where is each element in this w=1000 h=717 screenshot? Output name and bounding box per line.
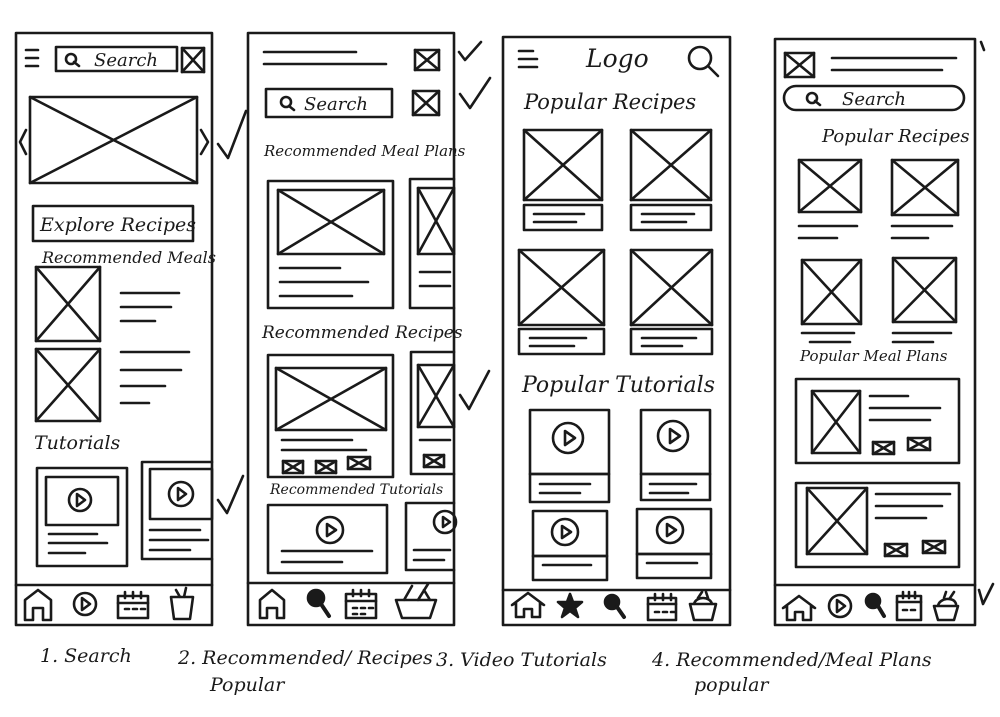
meal-plan-card[interactable] — [266, 179, 395, 310]
image-placeholder-icon[interactable] — [413, 48, 441, 72]
search-icon[interactable] — [306, 588, 331, 618]
bottom-nav — [773, 583, 977, 622]
tutorial-card[interactable] — [531, 509, 609, 582]
caption-4-line1: 4. Recommended/Meal Plans — [652, 649, 932, 671]
recipe-card[interactable] — [522, 128, 604, 232]
checkmark-icon — [457, 40, 483, 62]
image-placeholder-icon[interactable] — [180, 46, 206, 74]
search-label: Search — [842, 89, 906, 110]
bottom-nav — [14, 583, 214, 622]
checkmark-icon — [977, 582, 995, 606]
play-icon[interactable] — [72, 591, 98, 617]
recommended-heading: Recommended Meals — [41, 248, 216, 267]
explore-recipes-label: Explore Recipes — [39, 214, 196, 236]
meal-plan-card[interactable] — [794, 481, 961, 569]
search-icon[interactable] — [687, 45, 720, 78]
explore-recipes-button[interactable]: Explore Recipes — [31, 204, 196, 243]
checkmark-icon — [979, 40, 986, 52]
tutorial-card[interactable] — [404, 501, 458, 572]
tutorials-heading: Recommended Tutorials — [269, 482, 443, 498]
tutorial-card[interactable] — [639, 408, 712, 502]
recipes-heading: Recommended Recipes — [261, 323, 463, 343]
hero-carousel[interactable] — [18, 95, 210, 185]
bowl-icon[interactable] — [932, 590, 960, 622]
tutorial-card[interactable] — [35, 466, 129, 568]
play-icon[interactable] — [827, 593, 853, 619]
image-placeholder-icon[interactable] — [411, 89, 441, 117]
tutorial-card[interactable] — [528, 408, 611, 504]
recipe-card[interactable] — [629, 248, 714, 356]
home-icon[interactable] — [23, 588, 53, 622]
bowl-icon[interactable] — [688, 590, 718, 622]
wireframe-screen-4: Search Popular Recipes Popular Meal Plan… — [773, 37, 995, 627]
checkmark-icon — [216, 474, 245, 515]
recipe-card[interactable] — [629, 128, 713, 232]
search-label: Search — [304, 94, 368, 115]
meal-plans-heading: Popular Meal Plans — [799, 347, 948, 365]
caption-3: 3. Video Tutorials — [436, 649, 607, 671]
tutorials-heading: Tutorials — [34, 432, 121, 454]
checkmark-icon — [216, 109, 248, 160]
logo: Logo — [585, 44, 649, 73]
recipe-card[interactable] — [797, 158, 863, 240]
bottom-nav — [246, 581, 456, 620]
search-icon — [805, 91, 822, 107]
wireframe-screen-2: Search Recommended Meal Plans Recommende… — [246, 31, 492, 627]
tutorials-heading: Popular Tutorials — [521, 373, 715, 398]
home-icon[interactable] — [781, 594, 817, 622]
menu-icon[interactable] — [24, 48, 40, 68]
meal-plan-card[interactable] — [794, 377, 961, 465]
recipes-heading: Popular Recipes — [523, 90, 696, 114]
caption-1: 1. Search — [40, 645, 132, 667]
calendar-icon[interactable] — [116, 590, 150, 620]
caption-2-line2: Popular — [210, 674, 285, 696]
recommended-item[interactable] — [34, 265, 181, 343]
caption-2-line1: 2. Recommended/ Recipes — [178, 647, 433, 669]
recipe-card[interactable] — [890, 158, 960, 240]
recipe-card[interactable] — [800, 258, 863, 344]
menu-icon[interactable] — [517, 49, 539, 69]
basket-icon[interactable] — [394, 582, 438, 620]
bowl-icon[interactable] — [169, 586, 195, 621]
bottom-nav — [501, 588, 732, 622]
search-bar[interactable]: Search — [264, 87, 394, 119]
search-icon[interactable] — [603, 593, 626, 619]
recommended-item[interactable] — [34, 347, 191, 423]
carousel-next-arrow — [199, 128, 210, 156]
recipe-card[interactable] — [409, 350, 456, 476]
tutorial-card[interactable] — [635, 507, 713, 580]
recipes-heading: Popular Recipes — [821, 126, 970, 147]
calendar-icon[interactable] — [344, 588, 378, 620]
carousel-prev-arrow — [18, 128, 28, 156]
home-icon[interactable] — [258, 588, 286, 620]
tutorial-card[interactable] — [266, 503, 389, 575]
star-icon[interactable] — [556, 592, 584, 619]
recipe-card[interactable] — [266, 353, 395, 479]
meal-plan-card[interactable] — [408, 177, 456, 310]
recipe-card[interactable] — [517, 248, 606, 356]
tutorial-card[interactable] — [140, 460, 214, 561]
search-bar[interactable]: Search — [782, 84, 966, 112]
search-icon — [279, 95, 296, 112]
meal-plans-heading: Recommended Meal Plans — [263, 142, 466, 160]
checkmark-icon — [458, 369, 491, 411]
wireframe-screen-3: Logo Popular Recipes Popular Tutorials — [501, 35, 732, 627]
home-icon[interactable] — [510, 591, 546, 619]
calendar-icon[interactable] — [646, 592, 678, 622]
calendar-icon[interactable] — [895, 590, 923, 622]
search-icon[interactable] — [864, 592, 886, 618]
wireframe-screen-1: Search Explore Recipes Recommended Meals… — [14, 31, 248, 627]
search-label: Search — [94, 50, 158, 71]
checkmark-icon — [458, 76, 492, 110]
search-bar[interactable]: Search — [54, 45, 179, 73]
search-icon — [64, 52, 81, 68]
recipe-card[interactable] — [891, 256, 958, 344]
caption-4-line2: popular — [694, 674, 769, 696]
image-placeholder-icon[interactable] — [783, 51, 816, 79]
